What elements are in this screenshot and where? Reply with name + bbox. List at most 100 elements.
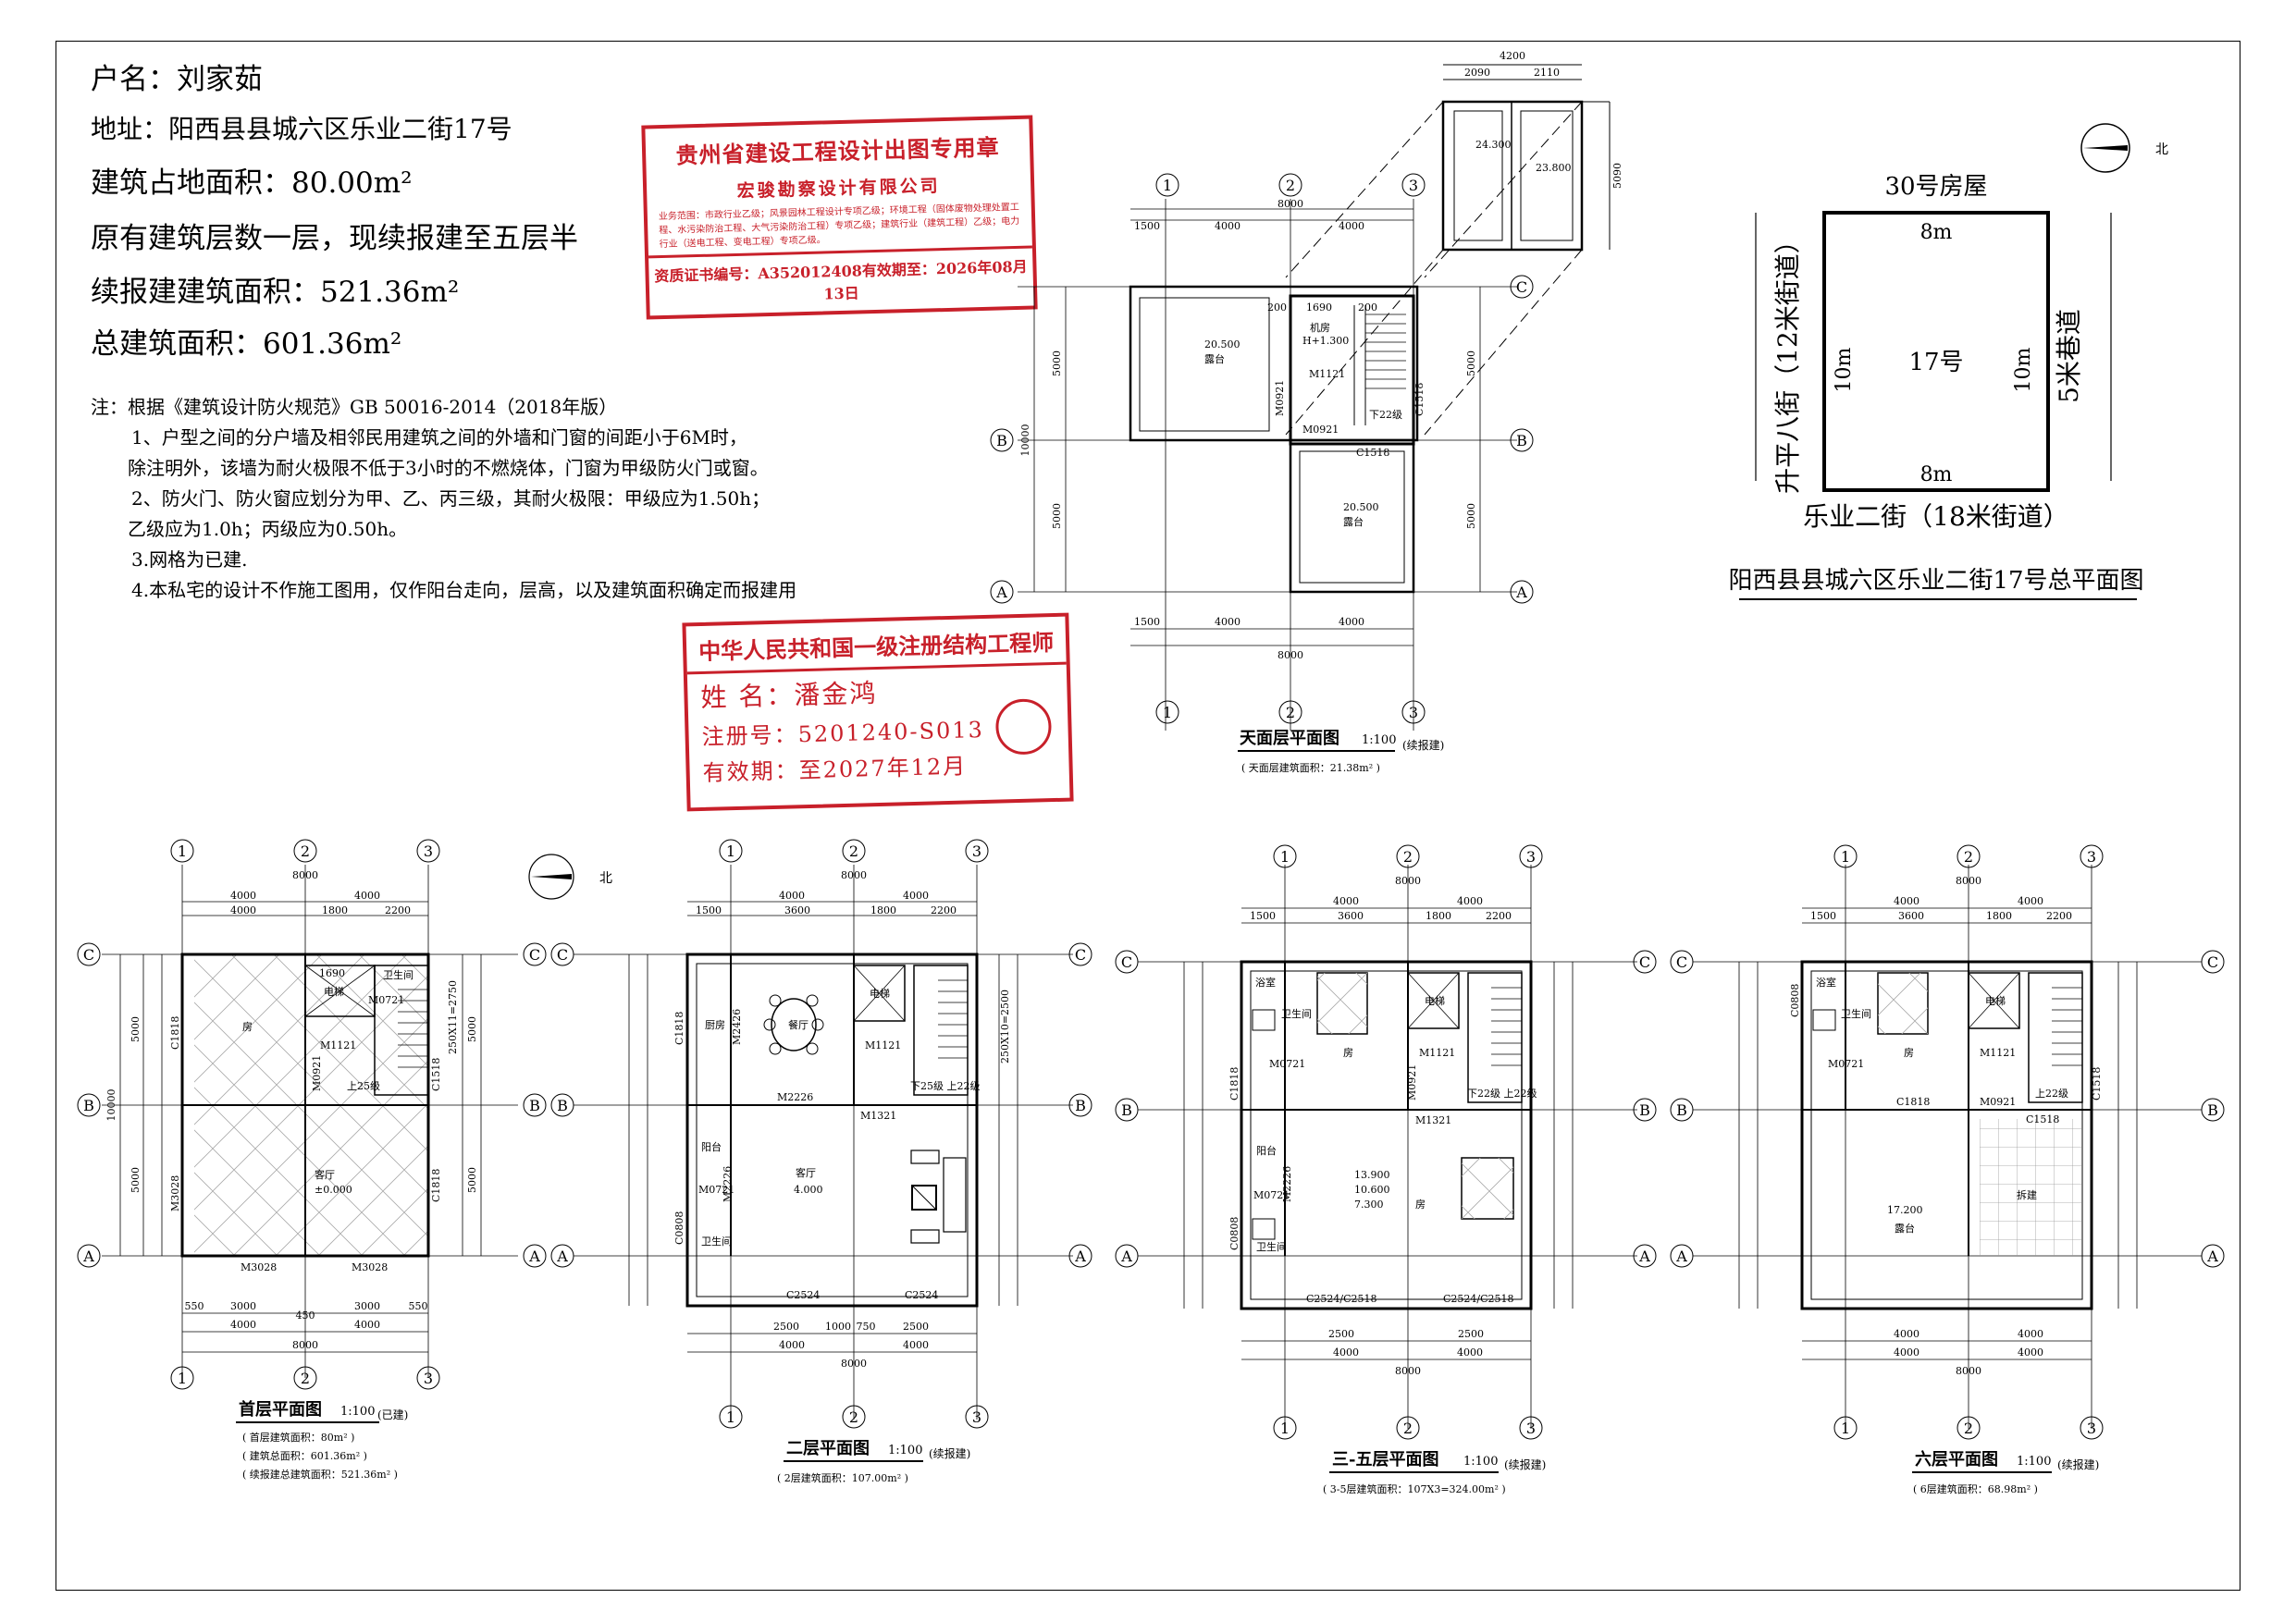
door-label: M0721 — [1269, 1058, 1305, 1070]
door-label: M0921 — [1980, 1096, 2016, 1108]
sixth-sub: ( 6层建筑面积：68.98m² ) — [1913, 1482, 2038, 1495]
dim: 3600 — [1898, 910, 1924, 922]
roof-window: C1518 — [1413, 383, 1426, 416]
room-label: 卫生间 — [701, 1235, 732, 1248]
wc-label: 卫生间 — [383, 968, 414, 981]
third-elevator — [1407, 972, 1460, 1029]
site-bottom-street: 乐业二街（18米街道） — [1803, 501, 2069, 532]
axis-C: C — [557, 946, 568, 964]
door-label: M3028 — [241, 1261, 277, 1273]
door-label: M1121 — [1980, 1047, 2016, 1059]
level-label: 4.000 — [794, 1184, 823, 1196]
dim: 8000 — [841, 1358, 867, 1370]
door-label: M3028 — [352, 1261, 388, 1273]
roof-level: 20.500 — [1343, 501, 1379, 513]
axis-B: B — [996, 432, 1007, 449]
roof-dim: 5090 — [1611, 163, 1623, 189]
dim: 1800 — [322, 904, 348, 916]
dim: 2200 — [385, 904, 411, 916]
level-label: ±0.000 — [315, 1184, 352, 1196]
axis-C: C — [529, 946, 540, 964]
north-arrow-icon — [2080, 123, 2130, 173]
axis-A: A — [1515, 584, 1527, 601]
dim: 5000 — [466, 1167, 478, 1193]
site-caption: 阳西县县城六区乐业二街17号总平面图 — [1728, 567, 2143, 595]
second-labels: 8000 4000 4000 1500 3600 1800 2200 2500 … — [673, 869, 1011, 1370]
roof-room: 露台 — [1343, 515, 1364, 528]
note-line: 注：根据《建筑设计防火规范》GB 50016-2014（2018年版） — [91, 396, 618, 418]
roof-note: (续报建) — [1402, 738, 1444, 752]
window-label: C1518 — [430, 1058, 442, 1091]
door-label: M2426 — [731, 1009, 743, 1045]
axis-1: 1 — [1163, 177, 1172, 194]
dim: 4000 — [1457, 895, 1483, 907]
dim: 1000 — [825, 1321, 851, 1333]
roof-dim: 200 — [1267, 301, 1287, 314]
note-line: 除注明外，该墙为耐火极限不低于3小时的不燃烧体，门窗为甲级防火门或窗。 — [128, 457, 769, 479]
roof-dim: 2090 — [1464, 67, 1490, 79]
second-stair — [913, 965, 969, 1096]
dim: 2200 — [2046, 910, 2072, 922]
toilet-icon — [1812, 1009, 1836, 1031]
axis-3: 3 — [1409, 704, 1418, 721]
room-label: 露台 — [1895, 1222, 1915, 1235]
site-dim-bottom: 8m — [1920, 463, 1953, 486]
door-label: M2226 — [777, 1091, 813, 1103]
elevator-label: 电梯 — [1985, 995, 2006, 1007]
dim: 2500 — [903, 1321, 929, 1333]
level-label: 17.200 — [1887, 1204, 1923, 1216]
second-scale: 1:100 — [888, 1444, 922, 1457]
room-label: 房 — [1343, 1047, 1353, 1059]
dim: 2500 — [1328, 1328, 1354, 1340]
second-elevator — [853, 965, 906, 1022]
dim: 2200 — [931, 904, 957, 916]
third-stair — [1467, 972, 1523, 1103]
room-label: 厨房 — [705, 1019, 725, 1031]
window-label: C1518 — [2091, 1067, 2103, 1100]
site-lot-number: 17号 — [1908, 349, 1963, 376]
plan-ground — [102, 865, 518, 1378]
dim: 1690 — [319, 967, 345, 979]
plan-third-fifth — [1138, 865, 1637, 1429]
sixth-elevator — [1968, 972, 2020, 1029]
sixth-note: (续报建) — [2057, 1457, 2099, 1471]
axis-A: A — [82, 1248, 94, 1265]
third-scale: 1:100 — [1463, 1455, 1498, 1469]
axis-A: A — [528, 1248, 540, 1265]
second-sub: ( 2层建筑面积：107.00m² ) — [777, 1471, 908, 1484]
door-label: M2226 — [722, 1166, 734, 1202]
note-line: 2、防火门、防火窗应划分为甲、乙、丙三级，其耐火极限：甲级应为1.50h； — [131, 487, 771, 510]
axis-3: 3 — [1409, 177, 1418, 194]
roof-dim: 1500 — [1134, 616, 1160, 628]
dim: 8000 — [292, 1339, 318, 1351]
dim: 1800 — [870, 904, 896, 916]
roof-sub: ( 天面层建筑面积：21.38m² ) — [1241, 761, 1380, 774]
dim: 4000 — [1457, 1346, 1483, 1359]
roof-level: H+1.300 — [1302, 335, 1349, 347]
dim: 4000 — [903, 890, 929, 902]
axis-2: 2 — [1964, 848, 1973, 866]
axis-A: A — [1120, 1248, 1132, 1265]
ground-sub: ( 续报建总建筑面积：521.36m² ) — [242, 1468, 398, 1481]
axis-C: C — [1639, 953, 1650, 971]
room-label: 浴室 — [1816, 976, 1836, 989]
axis-C: C — [1075, 946, 1086, 964]
address: 地址：阳西县县城六区乐业二街17号 — [91, 114, 512, 144]
axis-A: A — [995, 584, 1007, 601]
axis-1: 1 — [726, 1408, 735, 1426]
dim: 4000 — [2018, 1328, 2043, 1340]
axis-A: A — [1074, 1248, 1086, 1265]
north-label: 北 — [2155, 142, 2168, 157]
dim: 5000 — [130, 1167, 142, 1193]
axis-2: 2 — [849, 842, 858, 860]
axis-1: 1 — [1280, 1420, 1290, 1437]
total-area: 总建筑面积：601.36m² — [91, 327, 402, 361]
axis-1: 1 — [1163, 704, 1172, 721]
window-label: C0808 — [1789, 984, 1801, 1017]
dim: 4000 — [230, 1319, 256, 1331]
axis-2: 2 — [849, 1408, 858, 1426]
axis-3: 3 — [1526, 848, 1536, 866]
window-label: C2524 — [905, 1289, 938, 1301]
site-left-street: 升平八街（12米街道） — [1772, 227, 1803, 494]
room-label: 卫生间 — [1841, 1007, 1871, 1020]
